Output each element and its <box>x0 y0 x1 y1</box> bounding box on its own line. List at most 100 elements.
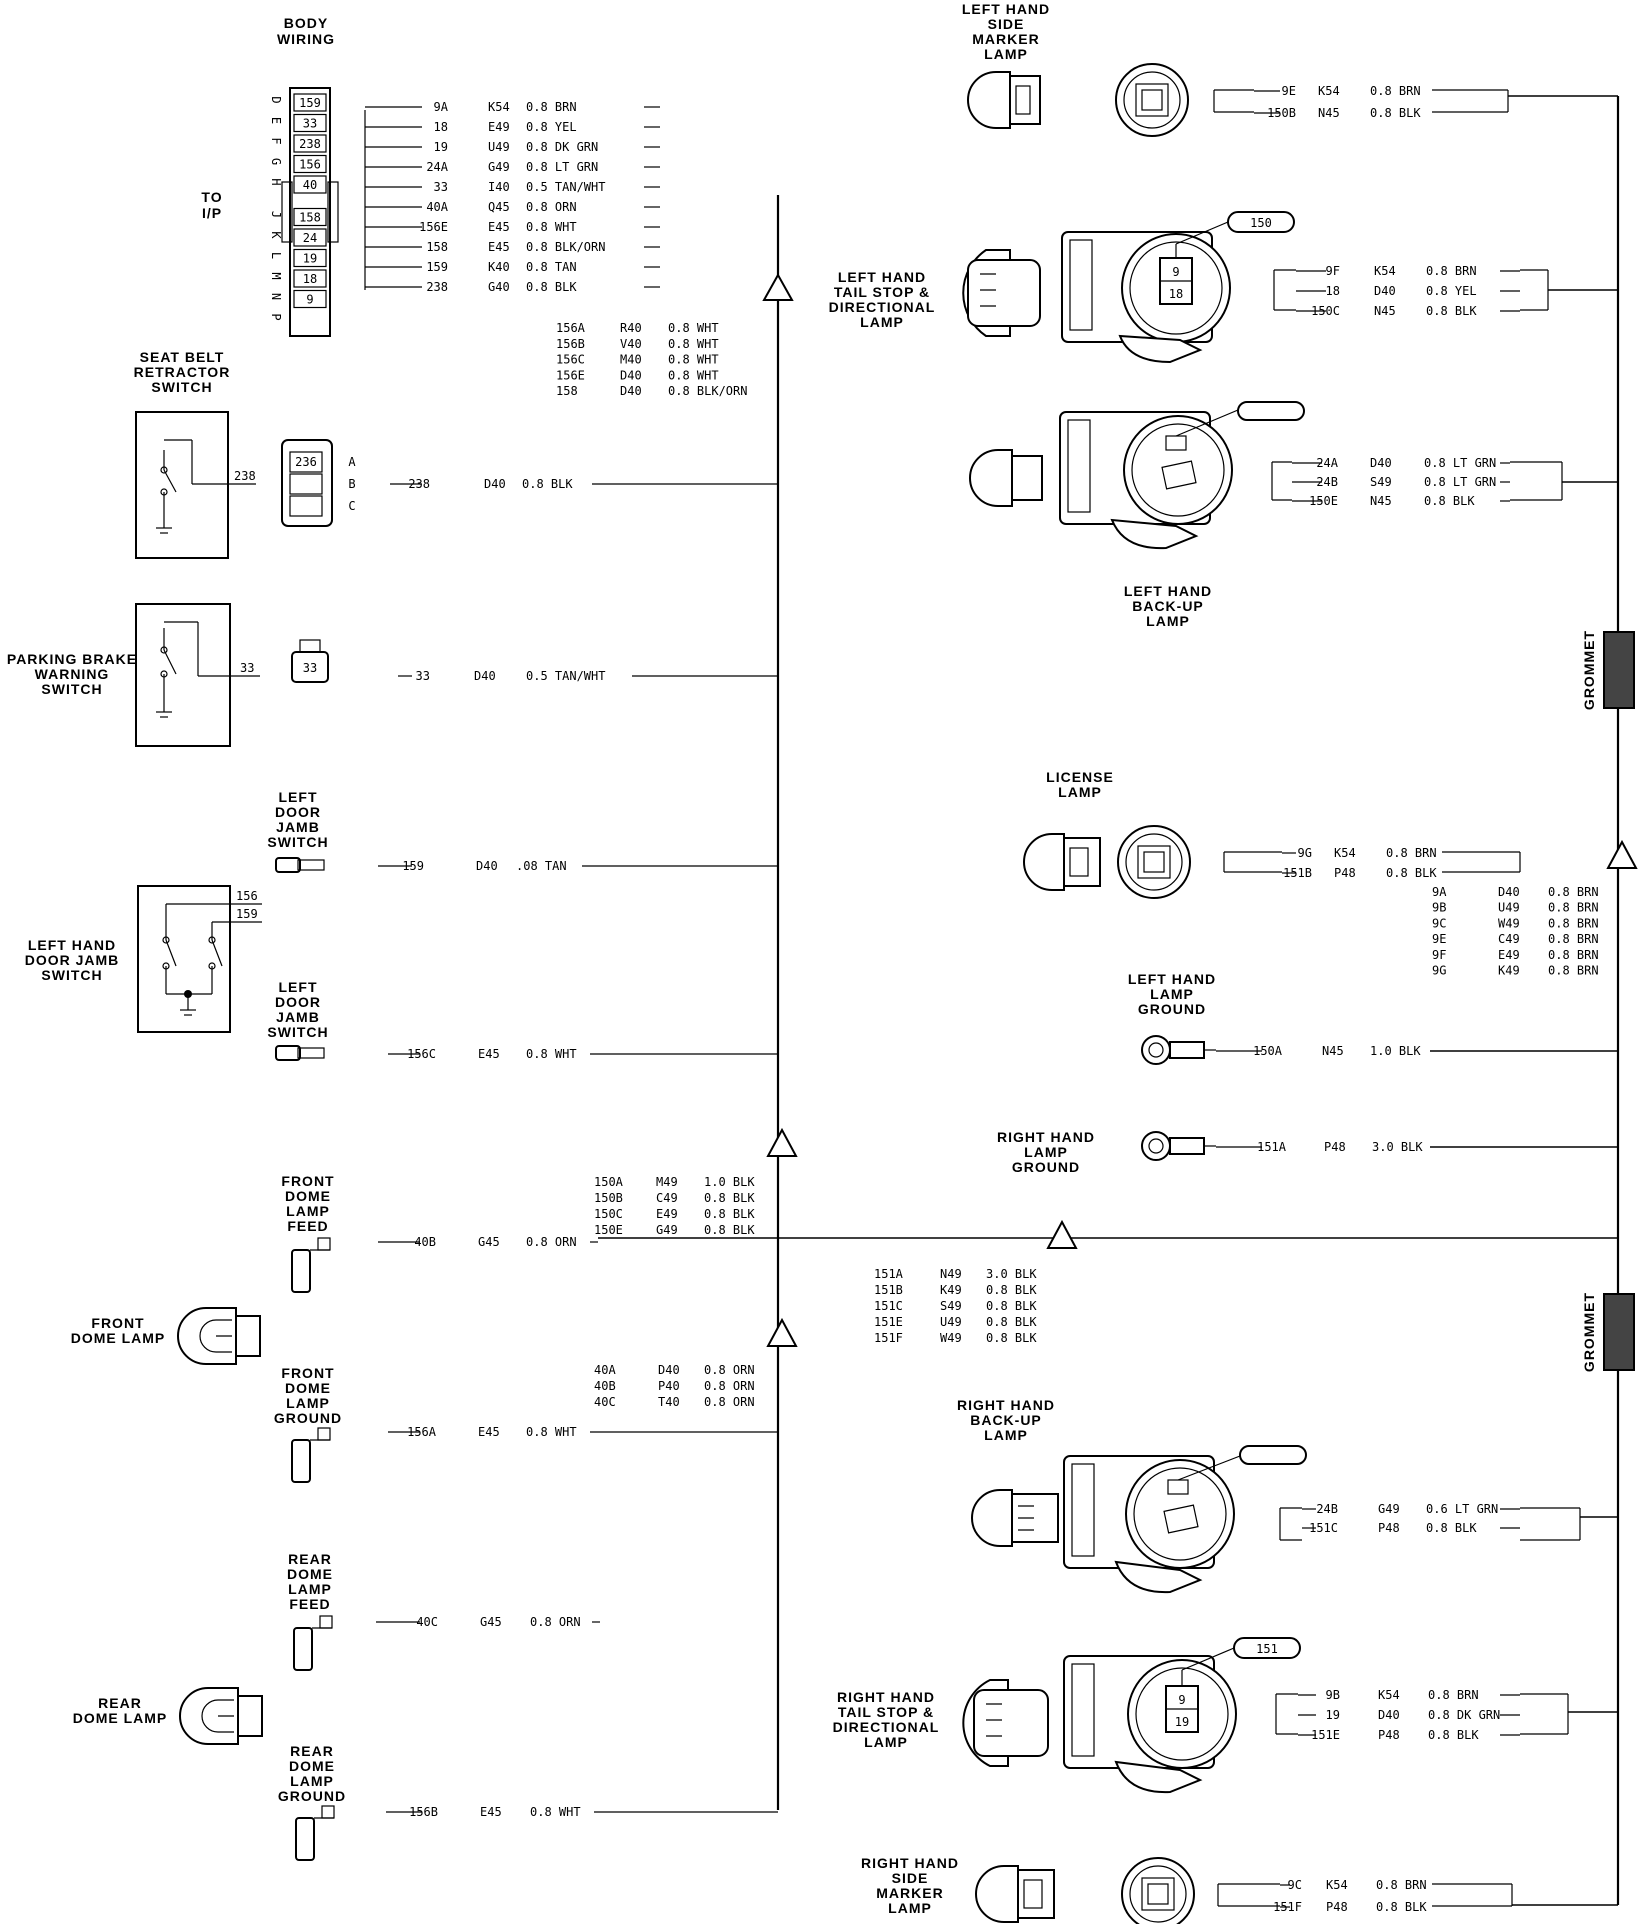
wire-gauge-body_wiring: 0.8 BLK/ORN <box>526 240 605 254</box>
splice-gauge-s156: 0.8 WHT <box>668 337 719 351</box>
lhts-tag: 150 <box>1250 216 1272 230</box>
splice-gauge-s150: 0.8 BLK <box>704 1223 755 1237</box>
wire-gauge-lh_tail: 0.8 YEL <box>1426 284 1477 298</box>
lh-side-marker-lamp: LEFT HAND SIDE MARKER LAMP <box>962 1 1509 137</box>
lhts-pin-18: 18 <box>1169 287 1183 301</box>
splice-circuit-s40: 40A <box>594 1363 616 1377</box>
splice-circuit-s151: 151E <box>874 1315 903 1329</box>
splice-id-s150: C49 <box>656 1191 678 1205</box>
wire-gauge-rh_backup: 0.6 LT GRN <box>1426 1502 1498 1516</box>
wire-gauge-lh_backup: 0.8 BLK <box>1424 494 1475 508</box>
front-dome-lamp: FRONT DOME LAMP <box>71 1307 261 1365</box>
wire-gauge-rear_dome_ground: 0.8 WHT <box>530 1805 581 1819</box>
splice-gauge-s156: 0.8 WHT <box>668 368 719 382</box>
rhts-label-2: TAIL STOP & <box>838 1704 934 1720</box>
wire-id-ldj_upper: D40 <box>476 859 498 873</box>
rdg-label-1: REAR <box>290 1743 334 1759</box>
rdf-label-1: REAR <box>288 1551 332 1567</box>
body-wiring-pin-cell <box>293 289 327 309</box>
wire-circuit-rh_ground: 151A <box>1257 1140 1287 1154</box>
fdg-label-1: FRONT <box>281 1365 334 1381</box>
body-wiring-pin-cell <box>293 228 327 247</box>
wire-id-rh_ground: P48 <box>1324 1140 1346 1154</box>
seat-belt-label-2: RETRACTOR <box>134 364 231 380</box>
splice-circuit-s151: 151B <box>874 1283 903 1297</box>
splice-id-s9: D40 <box>1498 885 1520 899</box>
splice-id-s151: S49 <box>940 1299 962 1313</box>
splice-id-s9: W49 <box>1498 916 1520 930</box>
splice-id-s156: V40 <box>620 337 642 351</box>
body-wiring-pin-cell <box>293 207 327 227</box>
left-hand-door-jamb-switch: LEFT HAND DOOR JAMB SWITCH 156 159 <box>25 885 262 1033</box>
seat-belt-letter-c: C <box>348 499 355 513</box>
rear-dome-lamp-ground: REAR DOME LAMP GROUND <box>278 1743 345 1861</box>
splice-40-marker <box>766 1317 798 1347</box>
body-wiring-pin-cell <box>293 113 327 133</box>
wire-circuit-license: 151B <box>1283 866 1312 880</box>
body-wiring-pin: 158 <box>299 211 321 225</box>
wire-id-lh_tail: D40 <box>1374 284 1396 298</box>
lhts-label-4: LAMP <box>860 314 904 330</box>
wire-id-rear_dome_feed: G45 <box>480 1615 502 1629</box>
wire-id-rh_tail: D40 <box>1378 1708 1400 1722</box>
lhts-label-1: LEFT HAND <box>838 269 926 285</box>
body-wiring-pin: 238 <box>299 137 321 151</box>
wire-circuit-lh_side_marker: 9E <box>1282 84 1296 98</box>
body-wiring-row-letter: M <box>269 272 283 279</box>
parking-brake-term: 33 <box>240 661 254 675</box>
wire-gauge-lh_tail: 0.8 BRN <box>1426 264 1477 278</box>
wire-circuit-body_wiring: 156E <box>419 220 448 234</box>
lh-tail-stop-lamp: LEFT HAND TAIL STOP & DIRECTIONAL LAMP 9… <box>829 211 1549 364</box>
fdf-label-1: FRONT <box>281 1173 334 1189</box>
wire-gauge-rh_side_marker: 0.8 BRN <box>1376 1878 1427 1892</box>
rhg-label-3: GROUND <box>1012 1159 1080 1175</box>
splice-circuit-s150: 150A <box>594 1175 624 1189</box>
parking-brake-warning-switch: PARKING BRAKE WARNING SWITCH 33 33 <box>7 603 329 747</box>
wire-id-body_wiring: E45 <box>488 240 510 254</box>
splice-id-s150: M49 <box>656 1175 678 1189</box>
fdl-label-1: FRONT <box>91 1315 144 1331</box>
ldj-lower-label-2: DOOR <box>275 994 321 1010</box>
wire-gauge-body_wiring: 0.8 LT GRN <box>526 160 598 174</box>
wire-gauge-lh_ground: 1.0 BLK <box>1370 1044 1421 1058</box>
splice-9-marker <box>1606 839 1638 869</box>
wire-gauge-rh_backup: 0.8 BLK <box>1426 1521 1477 1535</box>
rh-tail-stop-lamp: RIGHT HAND TAIL STOP & DIRECTIONAL LAMP … <box>833 1637 1569 1794</box>
ldj-upper-label-4: SWITCH <box>267 834 328 850</box>
lhdj-label-3: SWITCH <box>41 967 102 983</box>
wire-gauge-lh_backup: 0.8 LT GRN <box>1424 475 1496 489</box>
splice-id-s9: U49 <box>1498 901 1520 915</box>
splice-id-s156: D40 <box>620 368 642 382</box>
seat-belt-label-1: SEAT BELT <box>140 349 225 365</box>
wire-id-lh_backup: N45 <box>1370 494 1392 508</box>
splice-id-s151: W49 <box>940 1331 962 1345</box>
rdg-label-3: LAMP <box>290 1773 334 1789</box>
splice-id-s156: R40 <box>620 321 642 335</box>
parking-brake-pin: 33 <box>303 661 317 675</box>
seat-belt-retractor-switch: SEAT BELT RETRACTOR SWITCH 238 236 A B C <box>134 349 356 559</box>
rhsm-label-1: RIGHT HAND <box>861 1855 959 1871</box>
wire-circuit-lh_backup: 24A <box>1316 456 1338 470</box>
splice-id-s156: M40 <box>620 353 642 367</box>
wire-id-body_wiring: Q45 <box>488 200 510 214</box>
seat-belt-letter-a: A <box>348 455 356 469</box>
splice-circuit-s156: 156E <box>556 368 585 382</box>
splice-gauge-s9: 0.8 BRN <box>1548 948 1599 962</box>
splice-circuit-s156: 156B <box>556 337 585 351</box>
wire-id-body_wiring: G40 <box>488 280 510 294</box>
splice-circuit-s151: 151A <box>874 1267 904 1281</box>
body-wiring-pin-cell <box>293 175 327 194</box>
wire-gauge-rh_ground: 3.0 BLK <box>1372 1140 1423 1154</box>
splice-circuit-s9: 9A <box>1432 885 1447 899</box>
splice-id-s40: T40 <box>658 1395 680 1409</box>
ldj-lower-label-3: JAMB <box>276 1009 320 1025</box>
wire-circuit-ldj_upper: 159 <box>402 859 424 873</box>
splice-id-s9: C49 <box>1498 932 1520 946</box>
grommet-upper: GROMMET <box>1581 630 1635 710</box>
ldj-upper-label-3: JAMB <box>276 819 320 835</box>
splice-gauge-s40: 0.8 ORN <box>704 1363 755 1377</box>
splice-circuit-s40: 40B <box>594 1379 616 1393</box>
splice-gauge-s40: 0.8 ORN <box>704 1379 755 1393</box>
splice-id-s9: K49 <box>1498 964 1520 978</box>
